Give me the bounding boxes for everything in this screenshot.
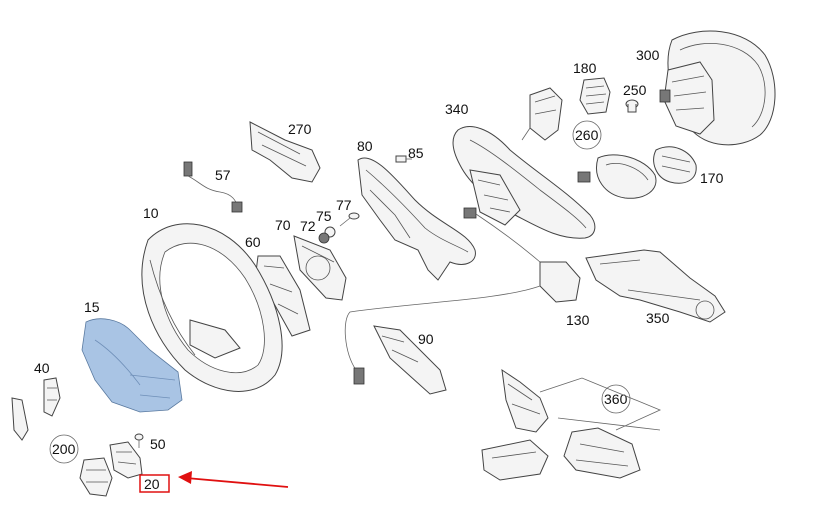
part-180[interactable] <box>579 77 611 115</box>
part-20-trim[interactable] <box>109 441 143 479</box>
part-57-cable[interactable] <box>183 161 243 213</box>
part-340-cover[interactable] <box>452 126 596 239</box>
label-20: 20 <box>144 476 160 492</box>
label-57: 57 <box>215 167 231 183</box>
part-350-shroud[interactable] <box>585 249 726 323</box>
highlight-box-20 <box>139 474 170 493</box>
part-switch-upper[interactable] <box>521 87 563 141</box>
label-85: 85 <box>408 145 424 161</box>
label-40: 40 <box>34 360 50 376</box>
part-70-contact-unit[interactable] <box>293 235 347 301</box>
label-70: 70 <box>275 217 291 233</box>
part-40[interactable] <box>43 377 61 417</box>
part-80-frame[interactable] <box>357 157 476 281</box>
part-90[interactable] <box>373 325 447 395</box>
circle-360 <box>601 384 631 414</box>
part-10-steering-wheel[interactable] <box>141 223 283 392</box>
label-360: 360 <box>604 391 628 407</box>
label-60: 60 <box>245 234 261 250</box>
part-72[interactable] <box>318 232 330 244</box>
part-200-paddle[interactable] <box>79 457 113 497</box>
part-paddle-left[interactable] <box>11 397 29 441</box>
circle-260 <box>572 120 602 150</box>
part-300-airbag[interactable] <box>659 30 776 146</box>
label-200: 200 <box>52 441 76 457</box>
label-75: 75 <box>316 208 332 224</box>
part-270[interactable] <box>249 121 321 183</box>
label-180: 180 <box>573 60 597 76</box>
pointer-arrow <box>178 471 289 488</box>
circle-200 <box>49 434 79 464</box>
part-250-bolt[interactable] <box>625 99 639 113</box>
label-77: 77 <box>336 197 352 213</box>
label-250: 250 <box>623 82 647 98</box>
label-300: 300 <box>636 47 660 63</box>
label-270: 270 <box>288 121 312 137</box>
part-77-bolt[interactable] <box>339 212 360 227</box>
part-260-switch[interactable] <box>577 154 657 199</box>
label-350: 350 <box>646 310 670 326</box>
label-260: 260 <box>575 127 599 143</box>
part-170-switch[interactable] <box>653 146 697 184</box>
label-130: 130 <box>566 312 590 328</box>
part-130-cable[interactable] <box>344 207 581 385</box>
part-15-lower-cover[interactable] <box>81 318 183 413</box>
label-10: 10 <box>143 205 159 221</box>
part-360-assembly[interactable] <box>481 368 662 481</box>
label-72: 72 <box>300 218 316 234</box>
label-90: 90 <box>418 331 434 347</box>
label-50: 50 <box>150 436 166 452</box>
label-80: 80 <box>357 138 373 154</box>
label-340: 340 <box>445 101 469 117</box>
part-85-screw[interactable] <box>395 155 412 163</box>
label-170: 170 <box>700 170 724 186</box>
label-15: 15 <box>84 299 100 315</box>
part-50-screw[interactable] <box>134 433 144 448</box>
